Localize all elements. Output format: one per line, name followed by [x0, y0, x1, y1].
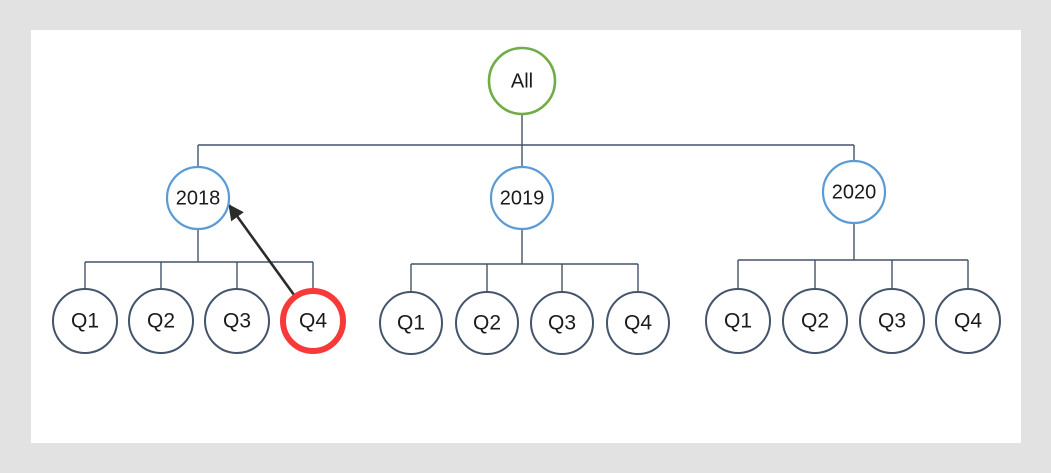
q4-to-2018-arrow [227, 204, 299, 300]
node-circle-y2020-q3[interactable] [859, 288, 925, 354]
node-circle-all[interactable] [487, 46, 557, 116]
node-circle-y2020-q4[interactable] [935, 288, 1001, 354]
node-circle-y2020-q1[interactable] [705, 288, 771, 354]
node-y2018[interactable]: 2018 [165, 165, 231, 231]
node-y2020-q1[interactable]: Q1 [705, 288, 771, 354]
node-y2020-q3[interactable]: Q3 [859, 288, 925, 354]
node-y2020[interactable]: 2020 [821, 159, 887, 225]
node-circle-y2020-q2[interactable] [782, 288, 848, 354]
node-circle-y2019-q3[interactable] [530, 291, 594, 355]
connector-layer [84, 114, 969, 292]
node-y2019-q2[interactable]: Q2 [455, 291, 519, 355]
node-circle-y2019[interactable] [489, 165, 555, 231]
node-circle-y2018-q4[interactable] [280, 288, 346, 354]
annotation-layer [227, 204, 299, 300]
node-y2019[interactable]: 2019 [489, 165, 555, 231]
node-circle-y2018-q2[interactable] [128, 288, 194, 354]
node-circle-y2019-q4[interactable] [606, 291, 670, 355]
node-y2018-q2[interactable]: Q2 [128, 288, 194, 354]
node-y2020-q4[interactable]: Q4 [935, 288, 1001, 354]
node-circle-y2019-q1[interactable] [379, 291, 443, 355]
node-y2020-q2[interactable]: Q2 [782, 288, 848, 354]
node-circle-y2018-q3[interactable] [204, 288, 270, 354]
node-circle-y2020[interactable] [821, 159, 887, 225]
node-y2019-q3[interactable]: Q3 [530, 291, 594, 355]
node-y2018-q4[interactable]: Q4 [280, 288, 346, 354]
node-y2018-q1[interactable]: Q1 [52, 288, 118, 354]
node-circle-y2019-q2[interactable] [455, 291, 519, 355]
node-y2019-q1[interactable]: Q1 [379, 291, 443, 355]
node-y2018-q3[interactable]: Q3 [204, 288, 270, 354]
node-circle-y2018[interactable] [165, 165, 231, 231]
node-circle-y2018-q1[interactable] [52, 288, 118, 354]
node-y2019-q4[interactable]: Q4 [606, 291, 670, 355]
node-all[interactable]: All [487, 46, 557, 116]
